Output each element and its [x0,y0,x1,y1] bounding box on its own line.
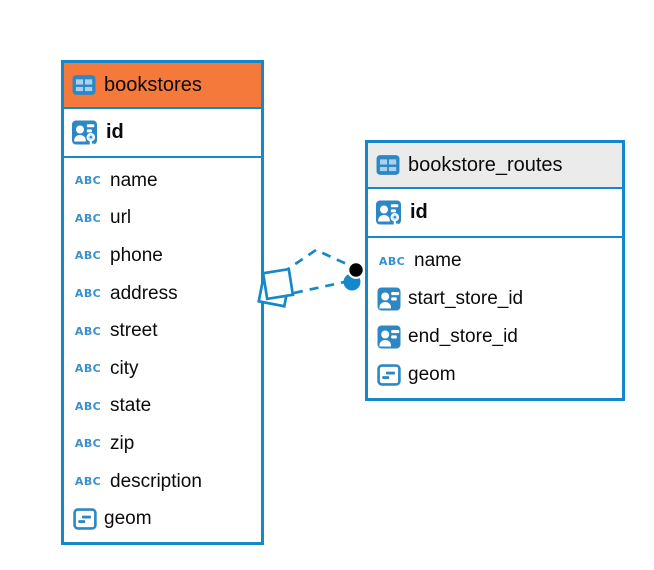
column-row-geom[interactable]: geom [368,356,622,394]
column-name: geom [408,364,456,385]
table-icon [72,73,96,97]
column-name: description [110,470,202,492]
column-row-geom[interactable]: geom [64,500,261,538]
column-name: street [110,320,158,342]
column-name: zip [110,432,135,454]
entity-bookstore-routes-header[interactable]: bookstore_routes [368,143,622,189]
entity-title: bookstore_routes [408,153,563,176]
text-type-icon: ABC [74,211,102,225]
foreign-key-icon [377,325,401,349]
foreign-key-icon [377,287,401,311]
column-row-state[interactable]: ABC state [64,388,261,426]
text-type-icon: ABC [378,254,406,268]
column-row-end-store-id[interactable]: end_store_id [368,318,622,356]
column-name: end_store_id [408,326,518,347]
column-row-city[interactable]: ABC city [64,350,261,388]
entity-bookstores[interactable]: bookstores id ABC name ABC url ABC phone… [61,60,264,545]
geometry-type-icon [377,363,401,387]
entity-bookstores-header[interactable]: bookstores [64,63,261,109]
column-row-name[interactable]: ABC name [64,162,261,200]
column-list: ABC name ABC url ABC phone ABC address A… [64,158,261,542]
column-name: phone [110,244,163,266]
column-name: city [110,357,139,379]
text-type-icon: ABC [74,475,102,489]
text-type-icon: ABC [74,437,102,451]
column-name: name [110,169,158,191]
entity-title: bookstores [104,73,202,96]
primary-key-icon [71,119,98,150]
text-type-icon: ABC [74,399,102,413]
column-row-url[interactable]: ABC url [64,200,261,238]
target-dot-blue [343,273,361,291]
text-type-icon: ABC [74,174,102,188]
column-name: id [410,201,428,223]
column-row-start-store-id[interactable]: start_store_id [368,280,622,318]
column-row-street[interactable]: ABC street [64,312,261,350]
column-row-id[interactable]: id [368,189,622,238]
column-list: ABC name start_store_id end_store_id geo… [368,238,622,398]
column-row-address[interactable]: ABC address [64,275,261,313]
column-name: start_store_id [408,288,524,309]
relationship-line-lower[interactable] [293,279,350,295]
text-type-icon: ABC [74,324,102,338]
column-row-zip[interactable]: ABC zip [64,425,261,463]
column-name: name [414,250,462,271]
column-row-name[interactable]: ABC name [368,242,622,280]
geometry-type-icon [73,507,97,531]
text-type-icon: ABC [74,249,102,263]
source-square-marker-front [261,267,295,301]
primary-key-icon [375,199,402,230]
column-row-description[interactable]: ABC description [64,463,261,501]
table-icon [376,153,400,177]
column-row-phone[interactable]: ABC phone [64,237,261,275]
column-name: state [110,395,152,417]
column-name: geom [104,508,152,530]
column-name: address [110,282,178,304]
text-type-icon: ABC [74,362,102,376]
target-dot-black [347,261,365,279]
column-row-id[interactable]: id [64,109,261,158]
column-name: id [106,121,124,143]
text-type-icon: ABC [74,287,102,301]
entity-bookstore-routes[interactable]: bookstore_routes id ABC name start_store… [365,140,625,401]
relationship-line-upper[interactable] [281,248,352,275]
column-name: url [110,207,132,229]
